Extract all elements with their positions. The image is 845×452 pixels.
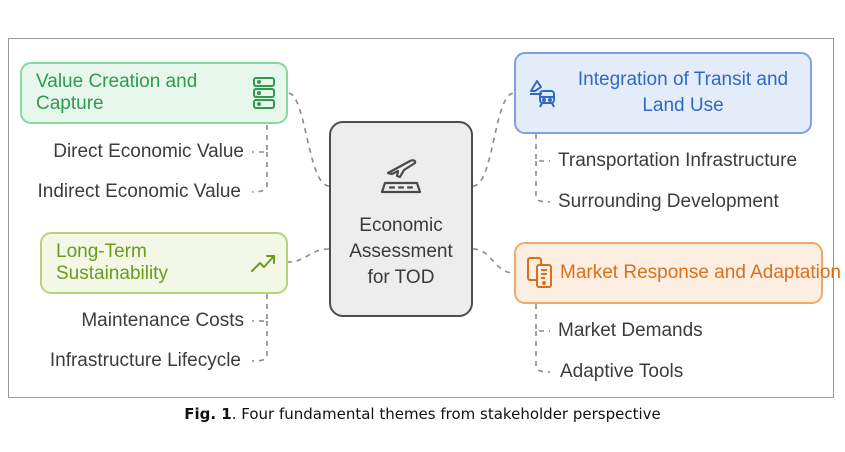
connector-maintenance [252,294,268,322]
connector-surrounding-dev [535,161,551,203]
theme-integration: Integration of Transit and Land Use [514,52,812,134]
leaf-adaptive-tools: Adaptive Tools [560,361,684,382]
figure-caption: Fig. 1. Four fundamental themes from sta… [0,405,845,423]
connector-market [472,248,515,274]
leaf-transportation-infrastructure: Transportation Infrastructure [558,150,798,171]
connector-indirect-value [251,152,268,193]
leaf-infrastructure-lifecycle: Infrastructure Lifecycle [49,350,241,371]
connector-sustainability [287,248,330,263]
leaf-market-demands: Market Demands [558,320,703,341]
airplane-landing-icon [380,153,422,200]
theme-integration-title: Integration of Transit and Land Use [577,69,789,116]
connector-adaptive-tools [535,331,551,373]
leaf-maintenance-costs: Maintenance Costs [81,310,244,331]
connector-integration [472,92,515,187]
connector-market-demands [535,304,550,332]
connector-direct-value [252,125,268,153]
connector-transport-infra [535,134,550,162]
theme-value-creation-title: Value Creation and Capture [36,71,198,114]
mobile-phones-icon [526,256,554,290]
connector-value-creation [287,92,330,187]
theme-value-creation: Value Creation and Capture [20,62,288,124]
trend-up-icon [250,252,276,274]
theme-market-title: Market Response and Adaptation [560,262,841,284]
center-label: Economic Assessment for TOD [349,215,453,288]
leaf-direct-economic-value: Direct Economic Value [53,141,244,162]
transit-icon [528,77,558,109]
center-node: Economic Assessment for TOD [329,121,473,317]
theme-sustainability-title: Long-Term Sustainability [56,241,168,284]
theme-market: Market Response and Adaptation [514,242,841,304]
caption-figure-label: Fig. 1 [184,405,232,423]
connector-lifecycle [251,321,268,362]
database-stack-icon [252,76,276,110]
theme-sustainability: Long-Term Sustainability [40,232,288,294]
leaf-surrounding-development: Surrounding Development [558,191,779,212]
leaf-indirect-economic-value: Indirect Economic Value [37,181,241,202]
caption-text: . Four fundamental themes from stakehold… [231,405,661,423]
